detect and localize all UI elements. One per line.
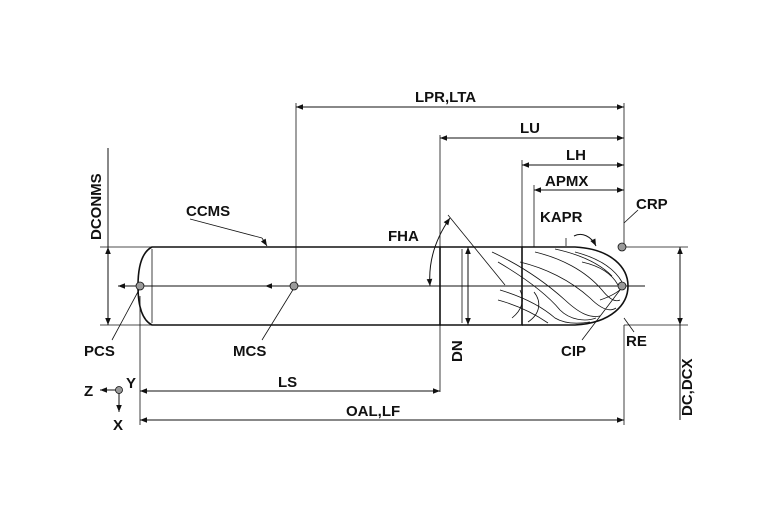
label-axis-x: X	[113, 417, 123, 434]
kapr-angle-arc	[573, 233, 597, 247]
fha-angle-arc	[426, 217, 451, 287]
mcs-point	[289, 281, 299, 291]
label-lpr-lta: LPR,LTA	[415, 89, 476, 106]
y-axis-point	[115, 386, 123, 394]
label-lh: LH	[566, 147, 586, 164]
label-dc-dcx: DC,DCX	[679, 358, 696, 416]
flutes	[491, 248, 623, 324]
label-ccms: CCMS	[186, 203, 230, 220]
crp-point	[617, 242, 627, 252]
pcs-point	[135, 281, 145, 291]
dimension-lines	[105, 104, 683, 423]
label-pcs: PCS	[84, 343, 115, 360]
label-ls: LS	[278, 374, 297, 391]
label-re: RE	[626, 333, 647, 350]
label-fha: FHA	[388, 228, 419, 245]
label-axis-y: Y	[126, 375, 136, 392]
label-kapr: KAPR	[540, 209, 583, 226]
reference-points	[135, 242, 627, 291]
cip-point	[617, 281, 627, 291]
extension-lines	[100, 103, 688, 425]
label-oal-lf: OAL,LF	[346, 403, 400, 420]
label-crp: CRP	[636, 196, 668, 213]
label-dn: DN	[449, 340, 466, 362]
labels: LPR,LTA LU LH APMX CRP KAPR CCMS FHA DCO…	[84, 89, 696, 434]
label-lu: LU	[520, 120, 540, 137]
label-cip: CIP	[561, 343, 586, 360]
label-apmx: APMX	[545, 173, 588, 190]
label-axis-z: Z	[84, 383, 93, 400]
label-mcs: MCS	[233, 343, 266, 360]
label-dconms: DCONMS	[88, 173, 105, 240]
leader-lines	[111, 209, 639, 341]
fha-flute-line	[447, 214, 506, 286]
coordinate-triad	[100, 386, 123, 412]
